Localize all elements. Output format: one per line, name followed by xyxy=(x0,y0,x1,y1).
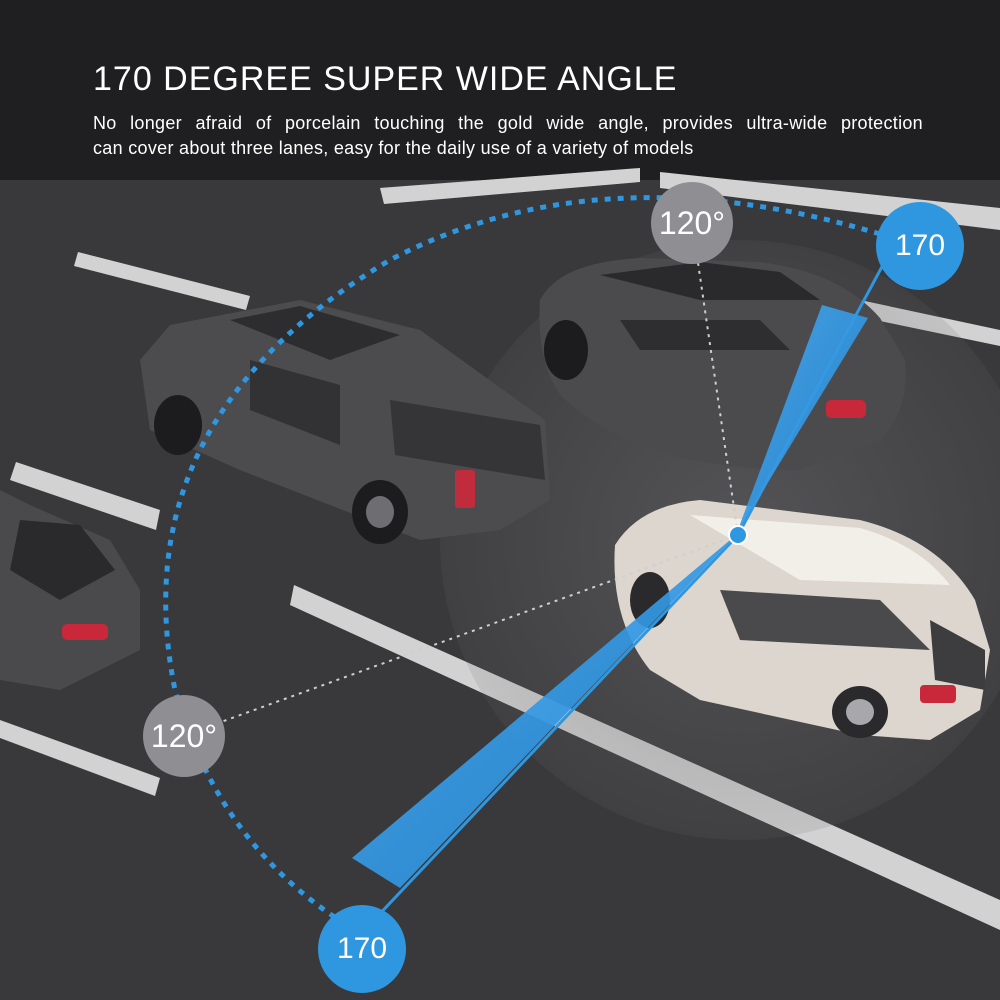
angle-120-badge-left: 120° xyxy=(143,695,225,777)
angle-170-badge-bottom: 170 xyxy=(318,905,406,993)
angle-120-line-left xyxy=(184,534,739,736)
subtitle-line-2: can cover about three lanes, easy for th… xyxy=(93,138,694,158)
angle-170-badge-top: 170 xyxy=(876,202,964,290)
camera-point xyxy=(728,525,748,545)
angle-120-badge-top: 120° xyxy=(651,182,733,264)
angle-170-line-bottom xyxy=(353,533,740,942)
beam-top xyxy=(736,305,868,535)
header-band xyxy=(0,0,1000,180)
pickup-truck xyxy=(140,300,550,544)
sedan-left xyxy=(0,490,140,690)
page-subtitle: No longer afraid of porcelain touching t… xyxy=(93,111,923,161)
beam-bottom xyxy=(352,535,736,888)
wide-angle-arc xyxy=(163,195,881,933)
page-title: 170 DEGREE SUPER WIDE ANGLE xyxy=(93,60,678,98)
sedan-top-right xyxy=(539,258,906,470)
subtitle-line-1: No longer afraid of porcelain touching t… xyxy=(93,113,923,133)
